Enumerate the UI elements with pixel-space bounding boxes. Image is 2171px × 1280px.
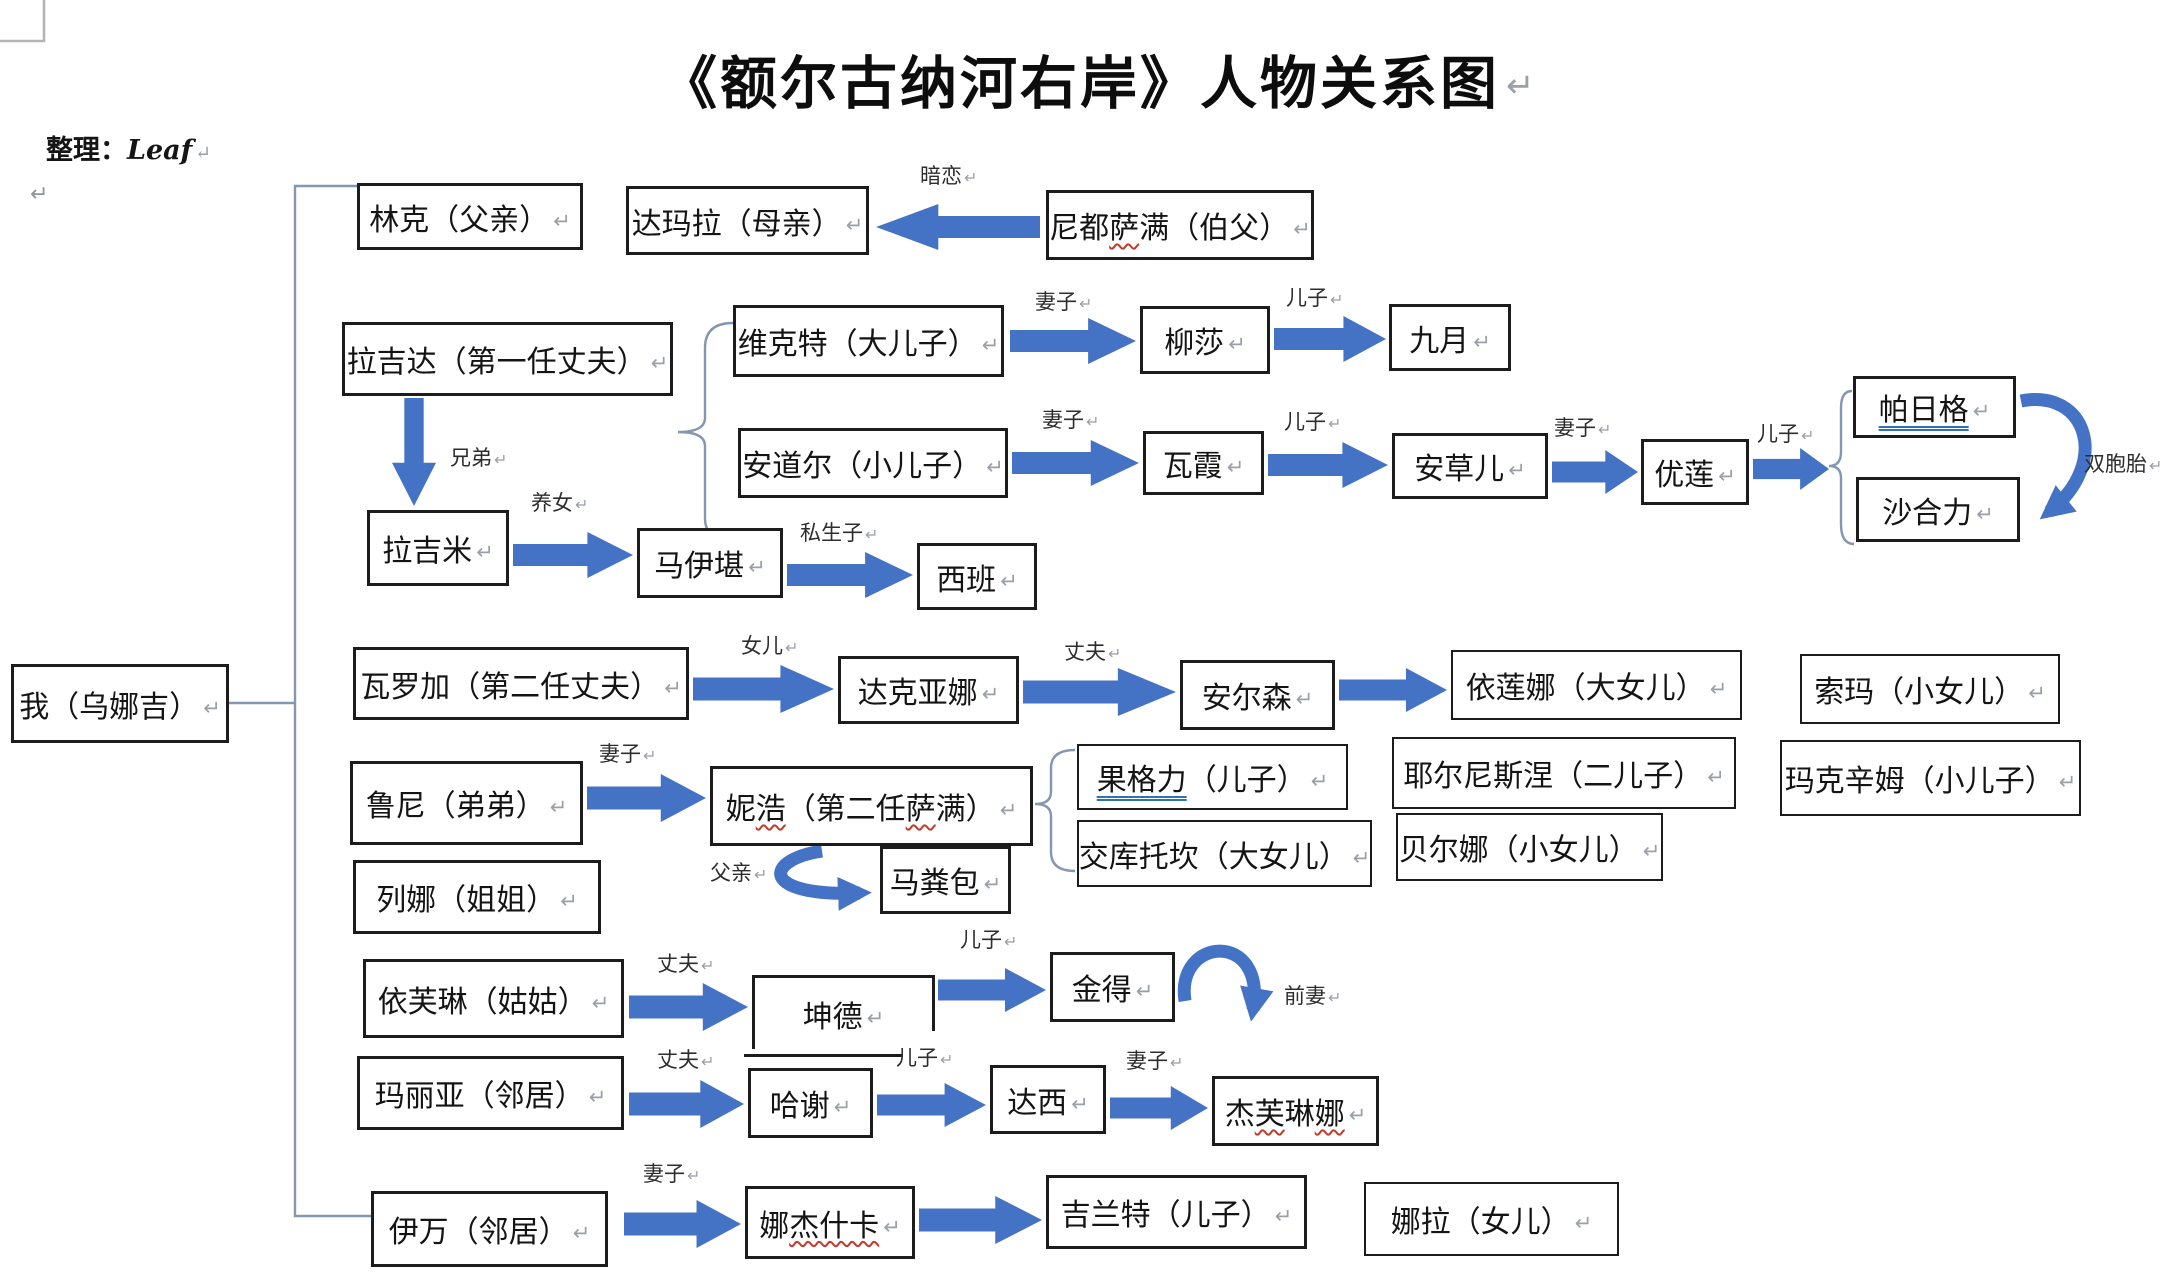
bracket-twins bbox=[1828, 389, 1855, 546]
paragraph-mark: ↵ bbox=[30, 182, 49, 207]
edge-label-brother: 兄弟 bbox=[450, 442, 507, 472]
trunk-connector bbox=[293, 184, 371, 1218]
person-box-waluojia: 瓦罗加（第二任丈夫） bbox=[353, 647, 689, 720]
person-box-waxia: 瓦霞 bbox=[1143, 431, 1264, 495]
edge-label-son: 儿子 bbox=[1757, 418, 1814, 448]
person-box-najieshika: 娜杰什卡 bbox=[745, 1186, 915, 1259]
edge-label-son: 儿子 bbox=[1284, 406, 1341, 436]
person-box-xiban: 西班 bbox=[917, 543, 1037, 610]
edge-label-husband: 丈夫 bbox=[1064, 636, 1121, 666]
bracket-nihao-children bbox=[1034, 748, 1076, 873]
edge-label-father: 父亲 bbox=[710, 857, 767, 887]
edge-label-wife: 妻子 bbox=[1042, 404, 1099, 434]
person-box-daxi: 达西 bbox=[990, 1065, 1106, 1134]
edge-label-wife: 妻子 bbox=[643, 1158, 700, 1188]
credit-line: 整理：Leaf bbox=[46, 128, 211, 167]
edge-label-son: 儿子 bbox=[960, 924, 1017, 954]
edge-label-twins: 双胞胎 bbox=[2084, 448, 2162, 478]
person-box-linke: 林克（父亲） bbox=[357, 183, 583, 250]
curved-arrow-former-wife bbox=[1177, 944, 1274, 1022]
person-box-haxie: 哈谢 bbox=[748, 1068, 873, 1138]
person-box-maliya: 玛丽亚（邻居） bbox=[357, 1056, 624, 1130]
edge-label-wife: 妻子 bbox=[1035, 286, 1092, 316]
person-box-yifulin: 依芙琳（姑姑） bbox=[363, 959, 624, 1038]
person-box-beierna: 贝尔娜（小女儿） bbox=[1396, 813, 1663, 881]
person-box-liusha: 柳莎 bbox=[1140, 306, 1270, 374]
person-box-mafenbao: 马粪包 bbox=[880, 846, 1011, 914]
credit-name: Leaf bbox=[127, 135, 211, 166]
person-box-jiaokutuokan: 交库托坎（大女儿） bbox=[1077, 820, 1372, 887]
person-box-yeernisinie: 耶尔尼斯涅（二儿子） bbox=[1392, 737, 1736, 809]
person-box-jilante: 吉兰特（儿子） bbox=[1046, 1175, 1307, 1249]
text-boundary-corner bbox=[0, 0, 46, 43]
person-box-ancaoer: 安草儿 bbox=[1392, 433, 1548, 499]
person-box-nidusaman: 尼都萨满（伯父） bbox=[1046, 190, 1314, 260]
person-box-suoma: 索玛（小女儿） bbox=[1800, 654, 2060, 724]
person-box-liena: 列娜（姐姐） bbox=[353, 860, 601, 934]
person-box-yiwan: 伊万（邻居） bbox=[371, 1191, 608, 1267]
page-title: 《额尔古纳河右岸》人物关系图 bbox=[660, 38, 1538, 120]
edge-label-wife: 妻子 bbox=[1554, 412, 1611, 442]
person-box-youlian: 优莲 bbox=[1641, 439, 1749, 505]
person-box-lajida: 拉吉达（第一任丈夫） bbox=[342, 322, 673, 396]
person-box-weikete: 维克特（大儿子） bbox=[733, 305, 1004, 377]
person-box-andaoer: 安道尔（小儿子） bbox=[738, 428, 1008, 498]
credit-prefix: 整理： bbox=[46, 135, 127, 166]
person-box-makexinmu: 玛克辛姆（小儿子） bbox=[1780, 740, 2081, 816]
person-box-anersen: 安尔森 bbox=[1180, 660, 1335, 730]
person-box-jiuyue: 九月 bbox=[1389, 304, 1511, 371]
curved-arrow-twins bbox=[2019, 393, 2092, 520]
person-box-kunde: 坤德 bbox=[744, 975, 935, 1057]
person-box-luni: 鲁尼（弟弟） bbox=[350, 761, 583, 845]
person-box-guogeli: 果格力（儿子） bbox=[1077, 744, 1348, 810]
person-box-damala: 达玛拉（母亲） bbox=[626, 186, 869, 255]
person-box-dakeyana: 达克亚娜 bbox=[838, 656, 1019, 724]
edge-label-former-wife: 前妻 bbox=[1284, 980, 1341, 1010]
edge-label-daughter: 女儿 bbox=[741, 630, 798, 660]
edge-label-husband: 丈夫 bbox=[657, 1044, 714, 1074]
edge-label-wife: 妻子 bbox=[1126, 1045, 1183, 1075]
edge-label-son: 儿子 bbox=[896, 1042, 953, 1072]
person-box-mayikan: 马伊堪 bbox=[637, 528, 783, 598]
edge-label-illegitimate-son: 私生子 bbox=[800, 517, 878, 547]
person-box-yilianna: 依莲娜（大女儿） bbox=[1451, 650, 1742, 720]
edge-label-husband: 丈夫 bbox=[657, 948, 714, 978]
person-box-nihao: 妮浩（第二任萨满） bbox=[710, 766, 1033, 846]
edge-label-adopted-daughter: 养女 bbox=[531, 487, 588, 517]
edge-label-son: 儿子 bbox=[1286, 282, 1343, 312]
bracket-lajida-sons bbox=[677, 321, 737, 544]
curved-arrow-father bbox=[774, 844, 872, 911]
person-box-parige: 帕日格 bbox=[1853, 376, 2016, 438]
person-box-wo: 我（乌娜吉） bbox=[11, 664, 229, 743]
edge-label-wife: 妻子 bbox=[599, 738, 656, 768]
person-box-nala: 娜拉（女儿） bbox=[1364, 1182, 1619, 1256]
edge-label-secret-love: 暗恋 bbox=[920, 160, 977, 190]
person-box-jinde: 金得 bbox=[1050, 952, 1175, 1022]
person-box-lajimi: 拉吉米 bbox=[367, 510, 509, 586]
person-box-shaheli: 沙合力 bbox=[1856, 477, 2020, 542]
person-box-jiefulinna: 杰芙琳娜 bbox=[1212, 1076, 1379, 1146]
